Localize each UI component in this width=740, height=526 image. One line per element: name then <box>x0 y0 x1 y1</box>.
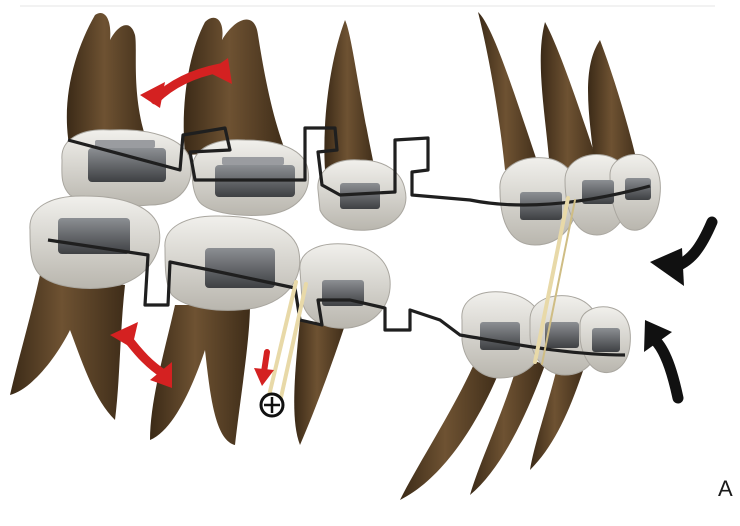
curved-arrow-icon <box>650 222 712 286</box>
curved-arrow-icon-lower <box>644 320 678 398</box>
upper-molar-tube-1 <box>88 148 166 182</box>
screw-head-icon <box>261 394 283 416</box>
panel-label: A <box>718 476 733 502</box>
lower-molar-tube-1 <box>58 218 130 254</box>
lower-canine-bracket <box>480 322 520 350</box>
